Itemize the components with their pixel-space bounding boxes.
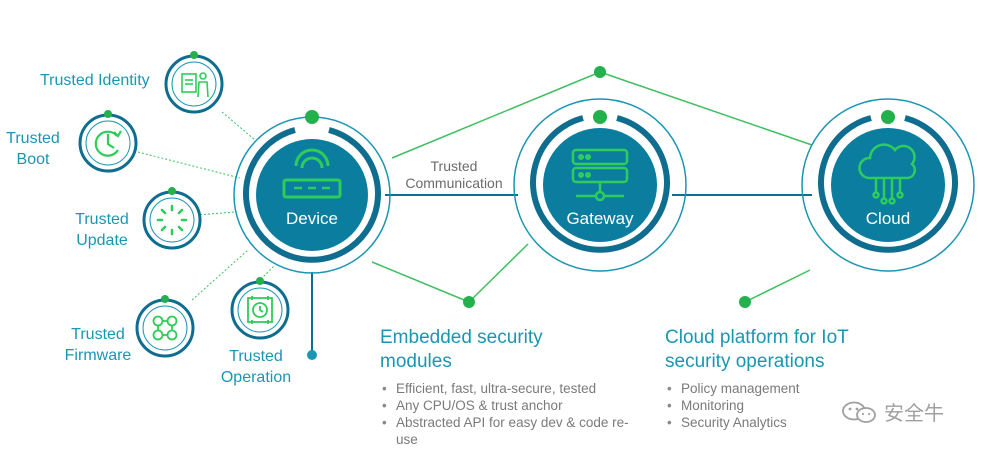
watermark: 安全牛 xyxy=(840,397,944,426)
watermark-text: 安全牛 xyxy=(884,401,944,425)
gear-clock-icon xyxy=(247,296,273,324)
cloud-circuit-icon xyxy=(858,143,917,205)
label-trusted-identity: Trusted Identity xyxy=(40,72,150,89)
id-badge-icon xyxy=(181,72,209,98)
cloud-node xyxy=(801,98,975,272)
server-icon xyxy=(571,148,629,202)
list-item: Abstracted API for easy dev & code re-us… xyxy=(380,414,636,448)
list-item: Monitoring xyxy=(665,397,905,414)
network-lines xyxy=(371,71,813,303)
device-node xyxy=(233,110,391,274)
circuit-icon xyxy=(152,315,178,341)
trusted-communication-lines xyxy=(311,194,812,354)
label-trusted-firmware: Trusted Firmware xyxy=(64,326,132,364)
cloud-section: Cloud platform for IoT security operatio… xyxy=(665,326,905,431)
router-icon xyxy=(282,148,342,199)
satellite-boot xyxy=(78,110,138,173)
satellite-firmware xyxy=(135,295,195,358)
top-junction-dot xyxy=(594,66,606,78)
cloud-label: Cloud xyxy=(865,209,911,228)
satellite-connectors xyxy=(137,111,276,301)
trusted-communication-label: Trusted Communication xyxy=(405,158,503,191)
list-item: Any CPU/OS & trust anchor xyxy=(380,397,640,414)
list-item: Efficient, fast, ultra-secure, tested xyxy=(380,380,640,397)
label-trusted-operation: Trusted Operation xyxy=(220,348,292,386)
cloud-bullets: Policy management Monitoring Security An… xyxy=(665,380,905,431)
gateway-label: Gateway xyxy=(566,209,634,228)
cloud-junction-dot xyxy=(739,296,751,308)
list-item: Security Analytics xyxy=(665,414,905,431)
device-tail-dot xyxy=(307,350,317,360)
embedded-junction-dot xyxy=(463,296,475,308)
embedded-title: Embedded security modules xyxy=(380,327,543,372)
clock-icon xyxy=(94,130,122,157)
embedded-bullets: Efficient, fast, ultra-secure, tested An… xyxy=(380,380,640,448)
label-trusted-update: Trusted Update xyxy=(75,211,129,249)
cloud-title: Cloud platform for IoT security operatio… xyxy=(665,327,849,372)
satellite-identity xyxy=(164,51,224,114)
wechat-icon xyxy=(842,401,876,423)
spinner-icon xyxy=(156,204,188,236)
list-item: Policy management xyxy=(665,380,905,397)
satellite-operation xyxy=(230,277,290,340)
label-trusted-boot: Trusted Boot xyxy=(6,130,60,168)
embedded-section: Embedded security modules Efficient, fas… xyxy=(380,326,640,448)
satellite-update xyxy=(142,187,202,250)
gateway-node xyxy=(513,98,687,272)
device-label: Device xyxy=(286,209,338,228)
